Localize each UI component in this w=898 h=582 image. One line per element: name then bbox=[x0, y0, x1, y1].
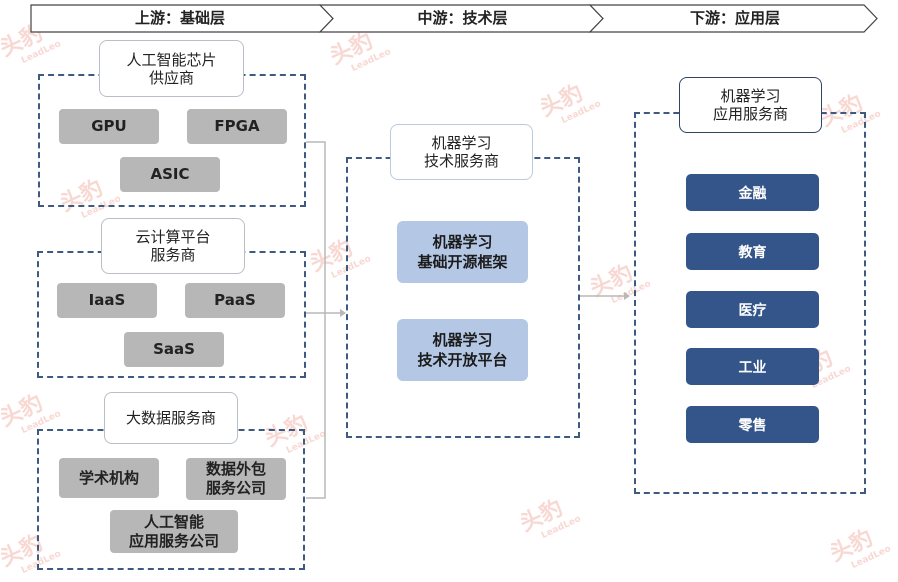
item-line: 服务公司 bbox=[205, 479, 266, 497]
upstream-group-title: 人工智能芯片 供应商 bbox=[99, 40, 244, 97]
upstream-group-title: 大数据服务商 bbox=[104, 392, 238, 444]
midstream-group bbox=[346, 157, 580, 438]
item-industry: 工业 bbox=[686, 348, 819, 385]
item-line: 学术机构 bbox=[78, 468, 139, 487]
item-asic: ASIC bbox=[120, 157, 220, 192]
item-ml-open-platform: 机器学习 技术开放平台 bbox=[397, 319, 528, 381]
group-title-line: 大数据服务商 bbox=[125, 409, 216, 427]
item-healthcare: 医疗 bbox=[686, 291, 819, 328]
item-finance: 金融 bbox=[686, 174, 819, 211]
group-title-line: 机器学习 bbox=[720, 87, 781, 105]
item-saas: SaaS bbox=[124, 332, 224, 367]
item-education: 教育 bbox=[686, 233, 819, 270]
downstream-title: 机器学习 应用服务商 bbox=[679, 77, 822, 133]
item-academic: 学术机构 bbox=[59, 458, 159, 498]
item-line: 应用服务公司 bbox=[128, 531, 219, 550]
upstream-group-title: 云计算平台 服务商 bbox=[101, 218, 245, 274]
item-paas: PaaS bbox=[185, 283, 285, 318]
stage-label-midstream: 中游：技术层 bbox=[417, 9, 508, 27]
item-line: 人工智能 bbox=[143, 512, 204, 531]
item-data-outsourcing: 数据外包 服务公司 bbox=[186, 458, 286, 500]
item-iaas: IaaS bbox=[57, 283, 157, 318]
group-title-line: 应用服务商 bbox=[712, 105, 788, 123]
item-ml-open-framework: 机器学习 基础开源框架 bbox=[397, 221, 528, 283]
group-title-line: 服务商 bbox=[150, 246, 196, 264]
item-ai-app-service: 人工智能 应用服务公司 bbox=[110, 510, 238, 553]
item-line: 技术开放平台 bbox=[417, 351, 508, 369]
item-line: 基础开源框架 bbox=[417, 253, 508, 271]
item-gpu: GPU bbox=[59, 109, 159, 144]
item-line: 机器学习 bbox=[432, 331, 493, 349]
stage-header-arrows bbox=[30, 4, 878, 33]
stage-label-downstream: 下游：应用层 bbox=[689, 9, 780, 27]
item-fpga: FPGA bbox=[187, 109, 287, 144]
item-line: 机器学习 bbox=[432, 233, 493, 251]
midstream-title: 机器学习 技术服务商 bbox=[390, 124, 533, 180]
group-title-line: 技术服务商 bbox=[423, 152, 499, 170]
group-title-line: 人工智能芯片 bbox=[126, 50, 217, 69]
group-title-line: 机器学习 bbox=[431, 134, 492, 152]
stage-label-upstream: 上游：基础层 bbox=[134, 9, 225, 27]
item-line: 数据外包 bbox=[205, 460, 266, 478]
group-title-line: 供应商 bbox=[148, 68, 194, 87]
item-retail: 零售 bbox=[686, 406, 819, 443]
stage-header: 上游：基础层 中游：技术层 下游：应用层 bbox=[30, 4, 878, 33]
group-title-line: 云计算平台 bbox=[135, 228, 211, 246]
